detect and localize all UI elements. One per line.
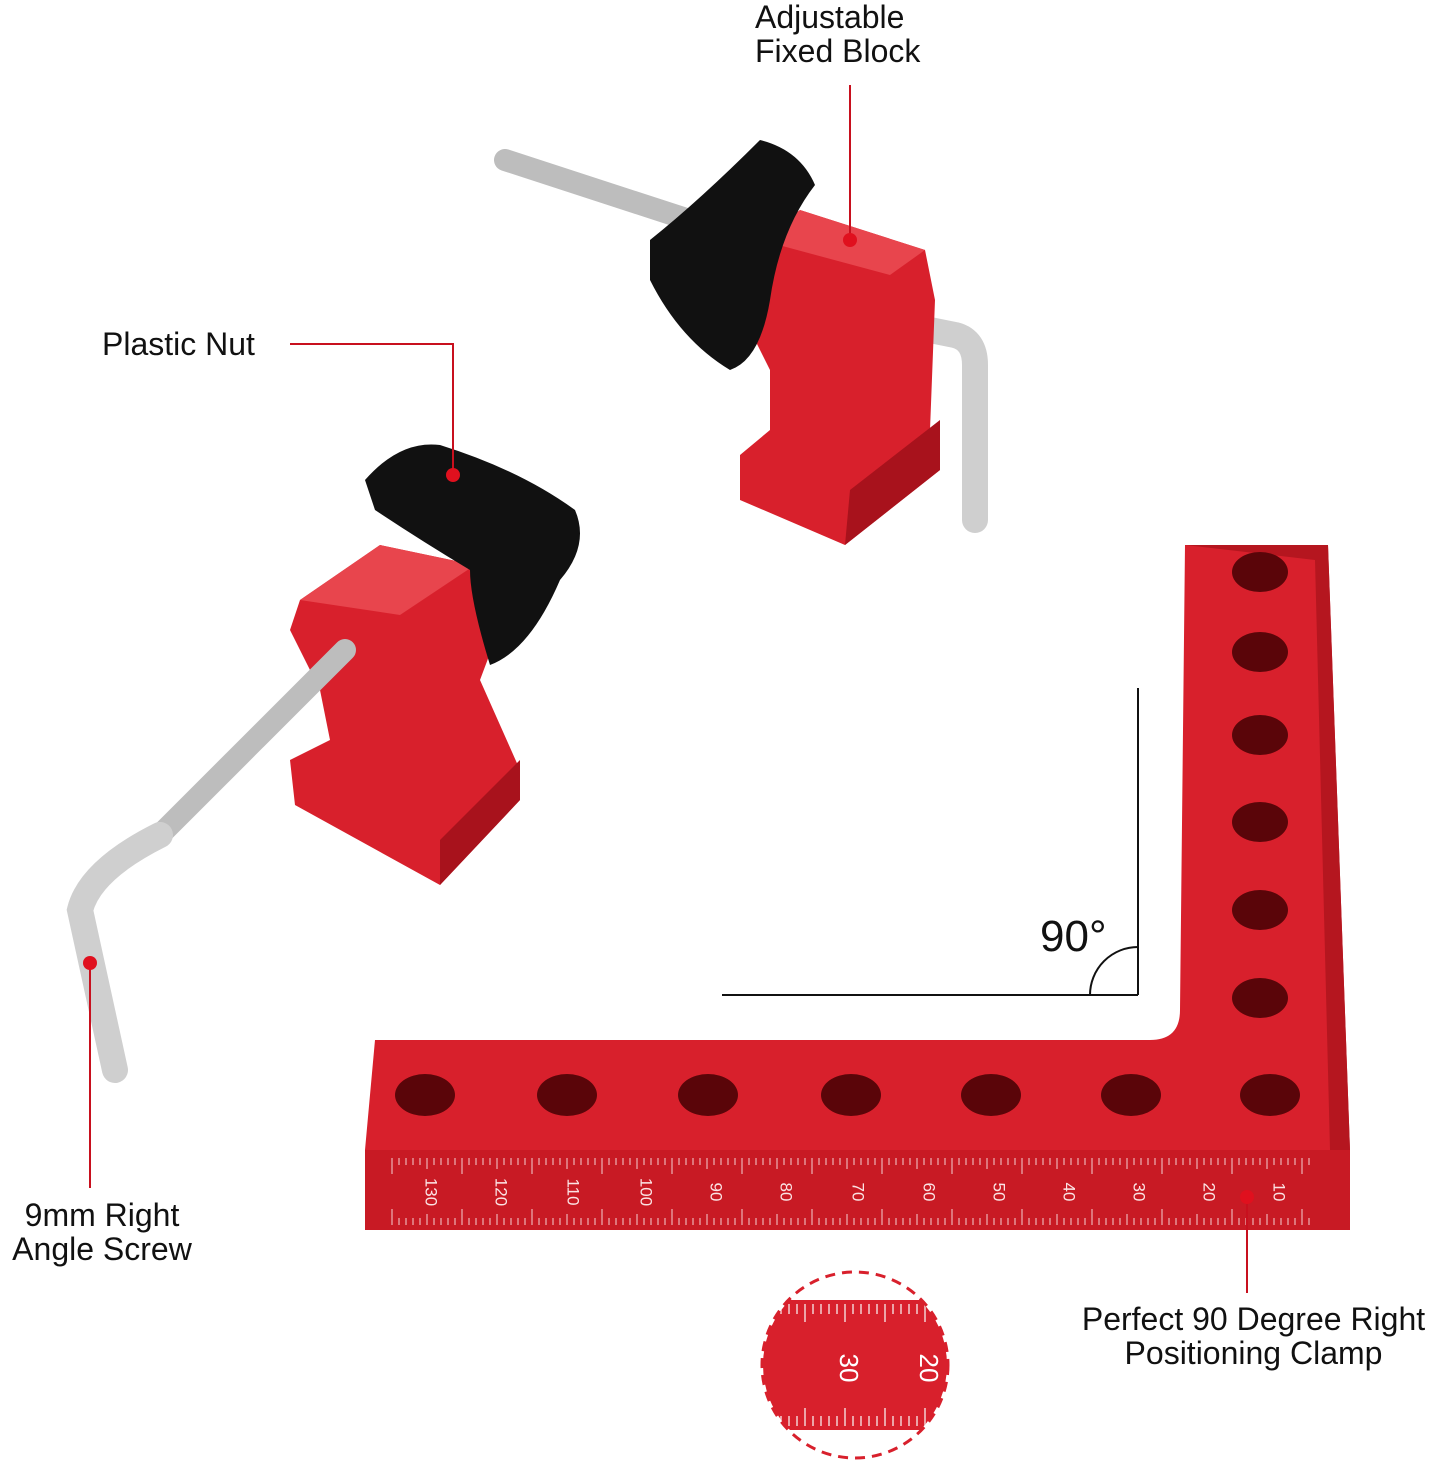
ruler-number: 130	[422, 1178, 441, 1206]
hole	[821, 1074, 881, 1116]
ruler-number: 100	[637, 1178, 656, 1206]
lower-plastic-nut	[365, 444, 580, 665]
ruler-number: 120	[492, 1178, 511, 1206]
ruler-number: 50	[990, 1183, 1009, 1202]
lower-screw	[66, 639, 356, 1083]
ruler-number: 110	[564, 1178, 583, 1205]
ruler-number: 20	[1200, 1183, 1219, 1202]
hole	[1232, 715, 1288, 755]
ruler-number: 90	[707, 1183, 726, 1202]
upper-fixed-block	[740, 210, 940, 545]
ruler-inset: 30 20	[760, 1270, 950, 1460]
leader-dots	[83, 233, 1254, 1204]
inset-mark-20: 20	[914, 1354, 944, 1383]
label-positioning-clamp: Perfect 90 Degree Right Positioning Clam…	[1062, 1302, 1445, 1370]
hole	[678, 1074, 738, 1116]
ruler-face	[365, 1150, 1350, 1230]
label-line: Perfect 90 Degree Right	[1081, 1301, 1426, 1337]
hole	[395, 1074, 455, 1116]
hole	[1232, 802, 1288, 842]
label-line: 9mm Right	[24, 1197, 180, 1233]
hole	[537, 1074, 597, 1116]
hole	[1240, 1074, 1300, 1116]
ruler-number: 40	[1060, 1183, 1079, 1202]
ruler-number: 30	[1130, 1183, 1149, 1202]
right-angle-clamp: 130 120 110 100 90 80 70 60 50 40 30 20 10	[365, 545, 1350, 1230]
lower-fixed-block	[290, 545, 520, 885]
hole	[1232, 978, 1288, 1018]
label-line: Angle Screw	[12, 1231, 192, 1267]
ruler-number: 10	[1270, 1183, 1289, 1202]
hole	[1232, 552, 1288, 592]
angle-label: 90°	[1040, 912, 1107, 961]
ruler-numbers: 130 120 110 100 90 80 70 60 50 40 30 20 10	[422, 1178, 1289, 1206]
hole	[1232, 632, 1288, 672]
inset-mark-30: 30	[834, 1354, 864, 1383]
ruler-number: 70	[849, 1183, 868, 1202]
label-adjustable-fixed-block: Adjustable Fixed Block	[755, 0, 920, 68]
ruler-ticks	[391, 1158, 1310, 1225]
label-line: Fixed Block	[755, 33, 921, 69]
ruler-number: 60	[920, 1183, 939, 1202]
hole	[961, 1074, 1021, 1116]
label-line: Positioning Clamp	[1124, 1335, 1383, 1371]
label-plastic-nut: Plastic Nut	[102, 326, 255, 362]
upper-plastic-nut	[650, 140, 815, 370]
hole	[1232, 890, 1288, 930]
clamp-holes	[395, 552, 1300, 1116]
hole	[1101, 1074, 1161, 1116]
label-line: Adjustable	[755, 0, 905, 35]
label-screw: 9mm Right Angle Screw	[2, 1198, 202, 1266]
right-angle-guide	[722, 688, 1139, 996]
leader-lines	[89, 85, 1248, 1293]
ruler-number: 80	[777, 1183, 796, 1202]
